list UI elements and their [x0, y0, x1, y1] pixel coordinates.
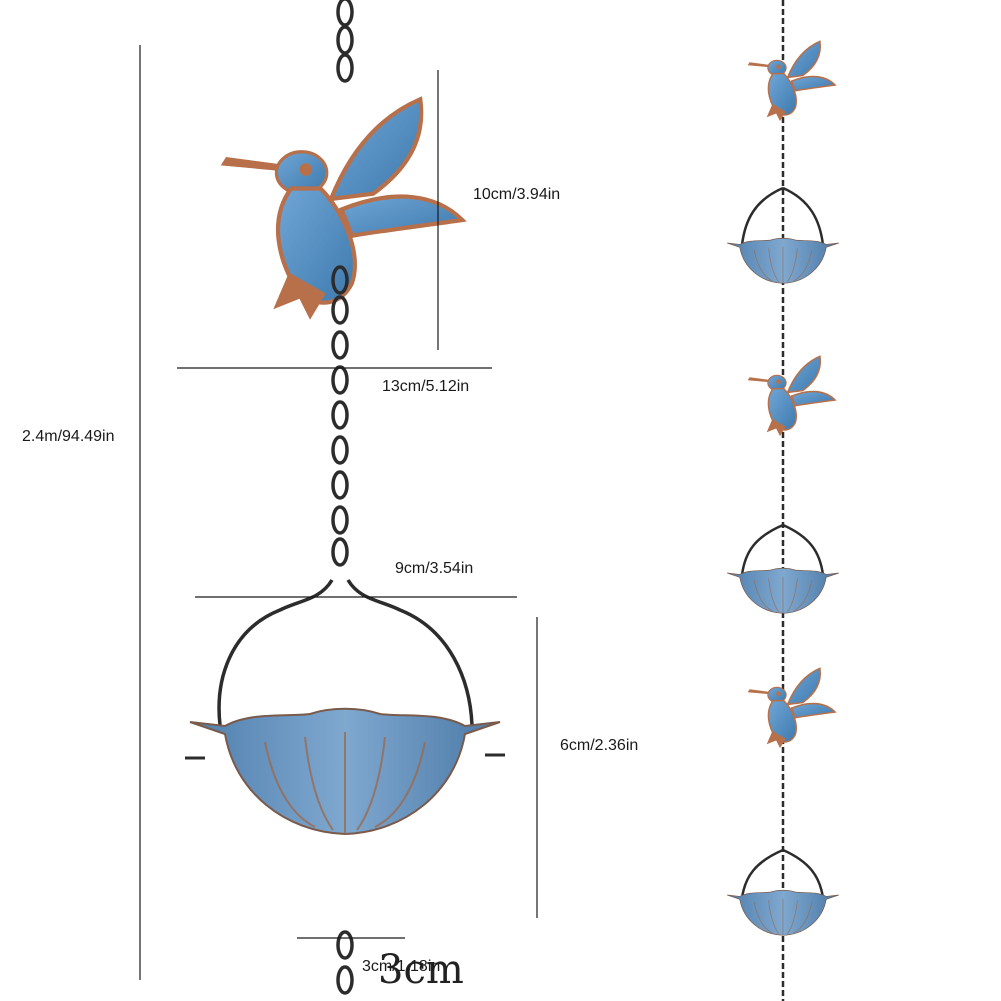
hanger-width-label: 9cm/3.54in [395, 560, 474, 577]
bottom-large-text: 3cm [378, 947, 464, 993]
total-length-label: 2.4m/94.49in [22, 428, 115, 445]
flower-cup-large [189, 707, 501, 835]
bottom-width-label: 3cm/1.18in [362, 958, 441, 975]
full-chain-preview [726, 0, 840, 1001]
cup-hanger-wire [217, 579, 474, 726]
bottom-chain [336, 930, 354, 995]
top-chain [336, 0, 354, 83]
bird-width-label: 13cm/5.12in [382, 378, 470, 395]
cup-height-label: 6cm/2.36in [560, 737, 639, 754]
bird-height-label: 10cm/3.94in [473, 186, 561, 203]
hummingbird-large [221, 99, 463, 320]
dimension-lines [139, 45, 538, 980]
middle-chain [331, 265, 349, 567]
